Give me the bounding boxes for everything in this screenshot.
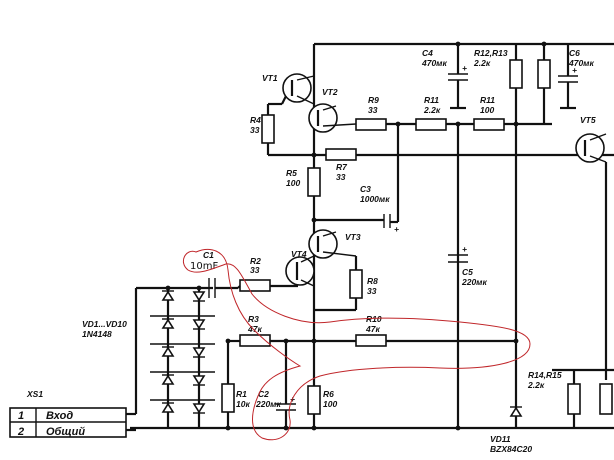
c1-handwritten-note: 10mF: [190, 261, 218, 272]
r7-label: R7: [336, 162, 348, 172]
capacitor-c2: + C2 220мк: [255, 341, 296, 428]
resistor-r10: R10 47к: [355, 314, 516, 347]
c1-label: C1: [203, 250, 214, 260]
c6-label: C6: [569, 48, 580, 58]
resistor-r11-a: R11 2.2к: [415, 95, 474, 131]
capacitor-c5: + C5 220мк: [448, 244, 487, 287]
r11a-label: R11: [424, 95, 439, 105]
r11b-label: R11: [480, 95, 495, 105]
resistor-r8: R8 33: [314, 269, 378, 312]
resistor-r5: R5 100: [286, 167, 321, 197]
transistor-vt1: VT1: [262, 73, 315, 105]
r2-label: R2: [250, 256, 261, 266]
c6-value: 470мк: [568, 58, 594, 68]
resistor-r9: R9 33: [355, 95, 416, 131]
pin2-name: Общий: [46, 426, 85, 438]
c5-plus: +: [462, 244, 467, 254]
xs1-label: XS1: [26, 389, 43, 399]
r10-label: R10: [366, 314, 382, 324]
vd11-value: BZX84C20: [490, 444, 532, 454]
r1415-label: R14,R15: [528, 370, 562, 380]
vt5-label: VT5: [580, 115, 596, 125]
capacitor-c3: + C3 1000мк: [314, 124, 400, 234]
r1415-value: 2.2к: [527, 380, 545, 390]
transistor-vt4: VT4: [285, 249, 315, 287]
red-annotation-outline: [183, 248, 531, 441]
connector-xs1: XS1 1 Вход 2 Общий: [9, 288, 138, 438]
r11a-value: 2.2к: [423, 105, 441, 115]
resistor-r4: R4 33: [250, 102, 282, 155]
capacitor-c6: + C6 470мк: [558, 44, 594, 110]
resistor-r2: R2 33: [237, 256, 298, 292]
c3-label: C3: [360, 184, 371, 194]
r5-value: 100: [286, 178, 300, 188]
c6-plus: +: [572, 65, 577, 75]
r1-label: R1: [236, 389, 247, 399]
c4-value: 470мк: [421, 58, 447, 68]
r7-value: 33: [336, 172, 346, 182]
c5-value: 220мк: [461, 277, 487, 287]
vt4-label: VT4: [291, 249, 307, 259]
r5-label: R5: [286, 168, 297, 178]
resistors-r14-r15: R14,R15 2.2к: [527, 368, 614, 428]
resistor-r11-b: R11 100: [473, 95, 552, 131]
r6-label: R6: [323, 389, 334, 399]
vt1-label: VT1: [262, 73, 278, 83]
resistor-r6: R6 100: [307, 385, 337, 415]
pin2-number: 2: [17, 426, 24, 438]
c2-value: 220мк: [255, 399, 281, 409]
vd11-label: VD11: [490, 434, 511, 444]
r8-label: R8: [367, 276, 378, 286]
r1213-value: 2.2к: [473, 58, 491, 68]
c3-plus: +: [394, 224, 399, 234]
r10-value: 47к: [365, 324, 380, 334]
resistors-r12-r13: R12,R13 2.2к: [473, 44, 551, 428]
resistor-r1: R1 10к: [221, 341, 250, 428]
r9-label: R9: [368, 95, 379, 105]
pin1-number: 1: [18, 410, 24, 422]
r9-value: 33: [368, 105, 378, 115]
transistor-vt2: VT2: [308, 87, 357, 133]
transistor-vt5: VT5: [575, 115, 608, 380]
pin1-name: Вход: [46, 410, 73, 422]
vd-array-label: VD1...VD10: [82, 319, 127, 329]
r4-value: 33: [250, 125, 260, 135]
junction-dots: [165, 41, 547, 431]
r11b-value: 100: [480, 105, 494, 115]
capacitor-c1: C1 10mF: [190, 250, 238, 298]
zener-vd11: VD11 BZX84C20: [490, 406, 532, 454]
r8-value: 33: [367, 286, 377, 296]
c5-label: C5: [462, 267, 473, 277]
c2-label: C2: [258, 389, 269, 399]
c4-label: C4: [422, 48, 433, 58]
r6-value: 100: [323, 399, 337, 409]
r3-label: R3: [248, 314, 259, 324]
vt2-label: VT2: [322, 87, 338, 97]
r1213-label: R12,R13: [474, 48, 508, 58]
r2-value: 33: [250, 265, 260, 275]
vt3-label: VT3: [345, 232, 361, 242]
r1-value: 10к: [236, 399, 250, 409]
transistor-vt3: VT3: [308, 229, 361, 270]
diode-array-vd1-vd10: VD1...VD10 1N4148: [82, 286, 215, 428]
r3-value: 47к: [247, 324, 262, 334]
c4-plus: +: [462, 63, 467, 73]
c3-value: 1000мк: [360, 194, 390, 204]
capacitor-c4: + C4 470мк: [421, 44, 468, 110]
r4-label: R4: [250, 115, 261, 125]
vd-array-value: 1N4148: [82, 329, 112, 339]
